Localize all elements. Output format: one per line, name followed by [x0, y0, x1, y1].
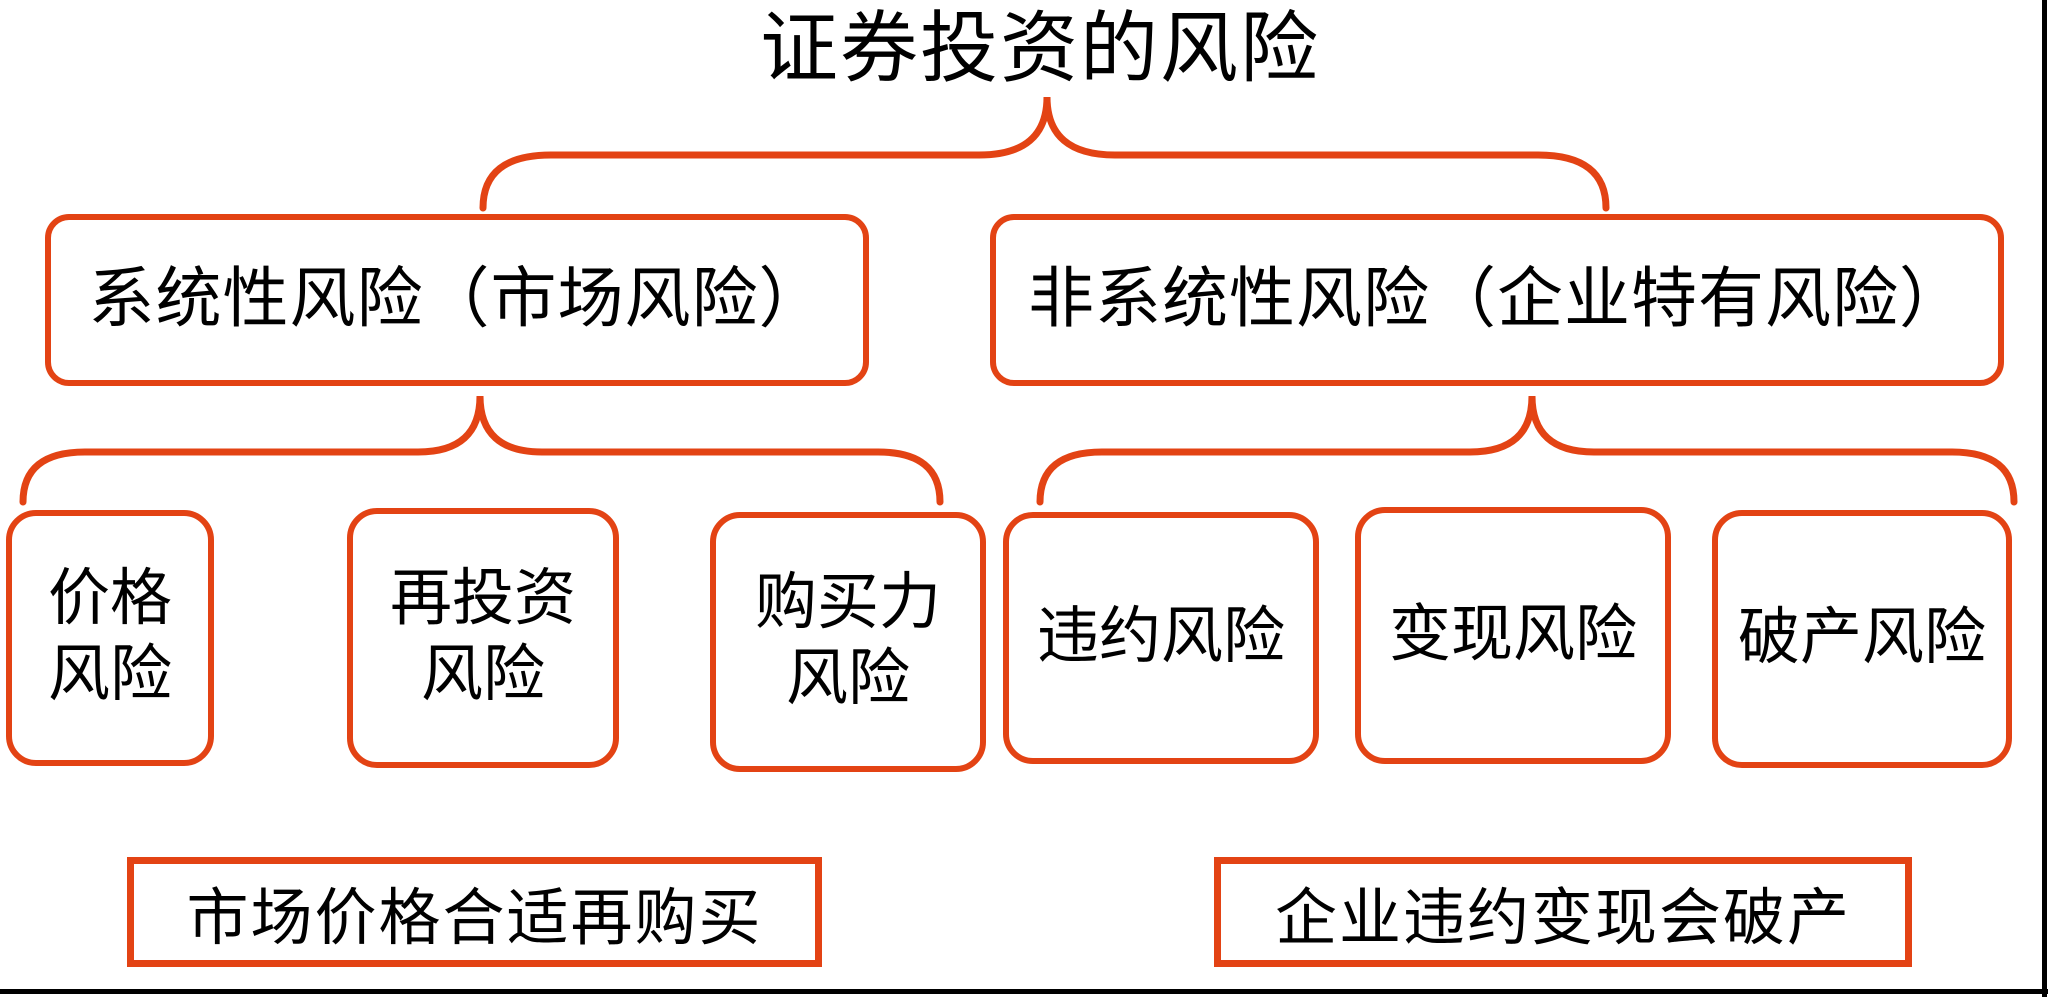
mnemonic-note-right-label: 企业违约变现会破产 [1274, 885, 1851, 953]
node-liquidation-risk-label: 变现风险 [1388, 600, 1637, 669]
page-border-bottom-line [0, 989, 2048, 994]
node-unsystematic-risk-label: 非系统性风险（企业特有风险） [1028, 262, 1966, 336]
node-liquidation-risk: 变现风险 [1355, 507, 1671, 764]
right-brace-connector [1036, 395, 2018, 506]
node-unsystematic-risk: 非系统性风险（企业特有风险） [990, 214, 2004, 386]
diagram-title: 证券投资的风险 [759, 5, 1320, 92]
node-bankruptcy-risk-label: 破产风险 [1737, 604, 1986, 673]
top-brace-connector [479, 96, 1610, 212]
node-reinvestment-risk-label: 再投资 风险 [389, 565, 576, 709]
mnemonic-note-right: 企业违约变现会破产 [1214, 857, 1912, 967]
node-price-risk-label: 价格 风险 [47, 565, 172, 709]
node-default-risk-label: 违约风险 [1036, 603, 1285, 672]
node-reinvestment-risk: 再投资 风险 [347, 508, 619, 768]
node-purchasing-power-risk-label: 购买力 风险 [754, 569, 941, 713]
node-price-risk: 价格 风险 [6, 510, 214, 766]
mnemonic-note-left: 市场价格合适再购买 [127, 857, 822, 967]
mnemonic-note-left-label: 市场价格合适再购买 [186, 885, 763, 953]
node-bankruptcy-risk: 破产风险 [1712, 510, 2012, 768]
left-brace-connector [19, 395, 944, 506]
node-purchasing-power-risk: 购买力 风险 [710, 512, 986, 772]
node-default-risk: 违约风险 [1003, 512, 1319, 764]
node-systematic-risk: 系统性风险（市场风险） [45, 214, 869, 386]
page-border-right-line [2042, 0, 2047, 997]
node-systematic-risk-label: 系统性风险（市场风险） [88, 262, 826, 336]
